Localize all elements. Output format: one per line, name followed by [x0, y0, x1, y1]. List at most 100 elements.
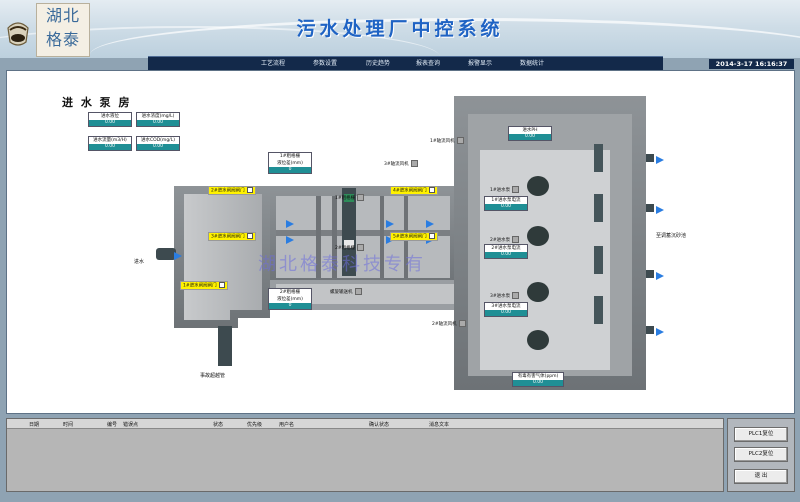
- app-title: 污水处理厂中控系统: [296, 18, 504, 40]
- indicator-value: 0.00: [89, 144, 131, 150]
- device-label: 2#进水泵: [490, 238, 511, 243]
- status-icon: [458, 320, 466, 327]
- indicator-value: 0: [269, 303, 311, 309]
- col-id: 编号: [107, 422, 118, 428]
- control-buttons-panel: PLC1复位 PLC2复位 退 出: [727, 418, 795, 492]
- device-label: 3#轴流风机: [384, 162, 409, 167]
- indicator-label: 进水PH: [522, 128, 538, 133]
- indicator-value: 0.00: [89, 120, 131, 126]
- gate-label: 4#进水闸阀闸门: [393, 188, 427, 194]
- indicator-label: 进水流量(m3/H): [93, 138, 127, 143]
- nav-history-trend[interactable]: 历史趋势: [365, 60, 390, 67]
- device-label: 1#轴流风机: [430, 139, 455, 144]
- logo-line-2: 格泰: [45, 30, 80, 49]
- alarm-table[interactable]: 日期 时间 编号 错误点 状态 优先级 用户名 确认状态 消息文本: [6, 418, 724, 492]
- status-icon: [357, 244, 365, 251]
- pump-3-control[interactable]: 3#进水泵: [490, 292, 520, 300]
- overflow-pipe-label: 事故超越管: [200, 373, 226, 379]
- header-banner: [0, 0, 800, 58]
- inlet-cod-indicator: 进水COD(mg/L) 0.00: [136, 136, 180, 151]
- indicator-label: 2#进水泵电流: [491, 246, 521, 251]
- pump3-current-indicator: 3#进水泵电流 0.00: [484, 302, 528, 317]
- nav-process[interactable]: 工艺流程: [260, 60, 285, 67]
- gate-4-control[interactable]: 4#进水闸阀闸门: [390, 186, 438, 195]
- inlet-concentration-indicator: 进水浓度(mg/L) 0.00: [136, 112, 180, 127]
- grate-1-control[interactable]: 1#粗格栅: [335, 194, 365, 202]
- col-ack-status: 确认状态: [369, 422, 390, 428]
- gate-3-control[interactable]: 3#进水闸阀闸门: [208, 232, 256, 241]
- status-icon: [512, 186, 520, 193]
- nav-params[interactable]: 参数设置: [312, 60, 337, 67]
- conveyor-control[interactable]: 螺旋输送机: [330, 288, 362, 296]
- datetime-display: 2014-3-17 16:16:37: [709, 59, 794, 69]
- company-logo: 湖北 格泰 科技: [36, 3, 90, 57]
- checkbox-icon: [428, 233, 435, 239]
- nav-statistics[interactable]: 数据统计: [519, 60, 544, 67]
- fan-1-control[interactable]: 1#轴流风机: [430, 137, 464, 145]
- checkbox-icon: [218, 282, 225, 288]
- nav-report[interactable]: 报表查询: [415, 60, 440, 67]
- gate-label: 2#进水闸阀闸门: [211, 188, 245, 194]
- logo-line-1: 湖北: [45, 6, 80, 25]
- indicator-label: 1#粗格栅: [279, 154, 301, 159]
- col-username: 用户名: [279, 422, 295, 428]
- indicator-value: 0.00: [137, 120, 179, 126]
- device-label: 2#轴流风机: [432, 322, 457, 327]
- pump2-current-indicator: 2#进水泵电流 0.00: [484, 244, 528, 259]
- exit-button[interactable]: 退 出: [734, 469, 788, 484]
- section-title: 进 水 泵 房: [62, 96, 132, 109]
- checkbox-icon: [428, 187, 435, 193]
- gate-5-control[interactable]: 5#进水闸阀闸门: [390, 232, 438, 241]
- pump-1-control[interactable]: 1#进水泵: [490, 186, 520, 194]
- nav-bar: 工艺流程 参数设置 历史趋势 报表查询 报警显示 数据统计: [148, 56, 663, 70]
- indicator-label: 进水COD(mg/L): [141, 138, 175, 143]
- indicator-value: 0.00: [485, 310, 527, 316]
- device-label: 螺旋输送机: [330, 290, 353, 295]
- indicator-value: 0.00: [513, 380, 563, 386]
- status-icon: [410, 160, 418, 167]
- fan-2-control[interactable]: 2#轴流风机: [432, 320, 466, 328]
- col-status: 状态: [213, 422, 224, 428]
- plc1-reset-button[interactable]: PLC1复位: [734, 427, 788, 442]
- indicator-value: 0.00: [137, 144, 179, 150]
- col-priority: 优先级: [247, 422, 263, 428]
- indicator-value: 0: [269, 167, 311, 173]
- inlet-level-indicator: 进水液位 0.00: [88, 112, 132, 127]
- col-date: 日期: [29, 422, 40, 428]
- col-message: 消息文本: [429, 422, 450, 428]
- device-label: 1#粗格栅: [335, 196, 356, 201]
- alarm-table-header: [7, 419, 723, 429]
- gate-label: 1#进水闸阀闸门: [183, 283, 217, 289]
- inlet-ph-indicator: 进水PH 0.00: [508, 126, 552, 141]
- device-label: 1#进水泵: [490, 188, 511, 193]
- indicator-label: 2#粗格栅: [279, 290, 301, 295]
- pump1-current-indicator: 1#进水泵电流 0.00: [484, 196, 528, 211]
- col-time: 时间: [63, 422, 74, 428]
- status-icon: [357, 194, 365, 201]
- grate-2-control[interactable]: 2#粗格栅: [335, 244, 365, 252]
- teapot-logo-icon: [7, 22, 29, 46]
- toxic-gas-indicator: 有毒有害气体(ppm) 0.00: [512, 372, 564, 387]
- inlet-flow-indicator: 进水流量(m3/H) 0.00: [88, 136, 132, 151]
- status-icon: [354, 288, 362, 295]
- pump-2-control[interactable]: 2#进水泵: [490, 236, 520, 244]
- checkbox-icon: [246, 233, 253, 239]
- indicator-label-2: 液位差(mm): [277, 161, 303, 166]
- watermark: 湖北格泰科技专有: [258, 254, 426, 275]
- outlet-label: 至调蓄沉砂池: [656, 233, 687, 239]
- gate-1-control[interactable]: 1#进水闸阀闸门: [180, 281, 228, 290]
- gate-2-control[interactable]: 2#进水闸阀闸门: [208, 186, 256, 195]
- status-icon: [512, 236, 520, 243]
- plc2-reset-button[interactable]: PLC2复位: [734, 447, 788, 462]
- gate-label: 3#进水闸阀闸门: [211, 234, 245, 240]
- status-icon: [456, 137, 464, 144]
- indicator-label: 进水浓度(mg/L): [141, 114, 175, 119]
- nav-alarm[interactable]: 报警显示: [467, 60, 492, 67]
- col-error-point: 错误点: [123, 422, 139, 428]
- indicator-value: 0.00: [485, 252, 527, 258]
- indicator-label: 3#进水泵电流: [491, 304, 521, 309]
- indicator-value: 0.00: [485, 204, 527, 210]
- checkbox-icon: [246, 187, 253, 193]
- fan-3-control[interactable]: 3#轴流风机: [384, 160, 418, 168]
- indicator-label: 有毒有害气体(ppm): [517, 374, 559, 379]
